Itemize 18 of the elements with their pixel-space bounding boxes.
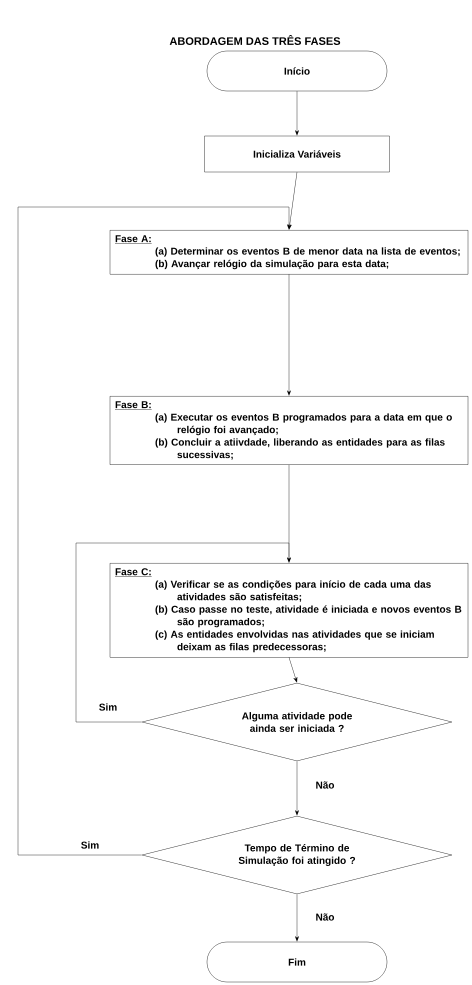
arrow [76,542,291,722]
phase-box: Fase A: (a) Determinar os eventos B de menor data na lista de eventos; (b) Avançar relógio da simulação para esta data; [110,230,468,274]
phase-box: Fase C: (a) Verificar se as condições para início de cada uma das atividades são satisfeitas; (b) Caso passe no teste, atividade é iniciada e novos eventos B são programados; (c) As entidades envolvidas nas atividades que se iniciam deixam as filas predecessoras; [110,563,468,658]
terminal-box: Início [206,50,388,92]
edge-label: Sim [80,840,100,850]
arrow [295,894,299,942]
arrow [295,91,299,136]
terminal-box: Fim [206,942,388,982]
process-box: Inicializa Variáveis [204,136,390,172]
edge-label: Não [314,780,336,790]
title: ABORDAGEM DAS TRÊS FASES [170,35,340,45]
edge-label: Não [314,912,336,922]
edge-label: Sim [98,702,118,712]
arrow [295,761,299,816]
phase-box: Fase B: (a) Executar os eventos B programados para a data em que o relógio foi avançado; (b) Concluir a atiivdade, liberando as entidades para as filas sucessivas; [110,396,468,465]
arrow [288,657,298,682]
arrow [287,274,291,396]
arrow [18,206,291,856]
